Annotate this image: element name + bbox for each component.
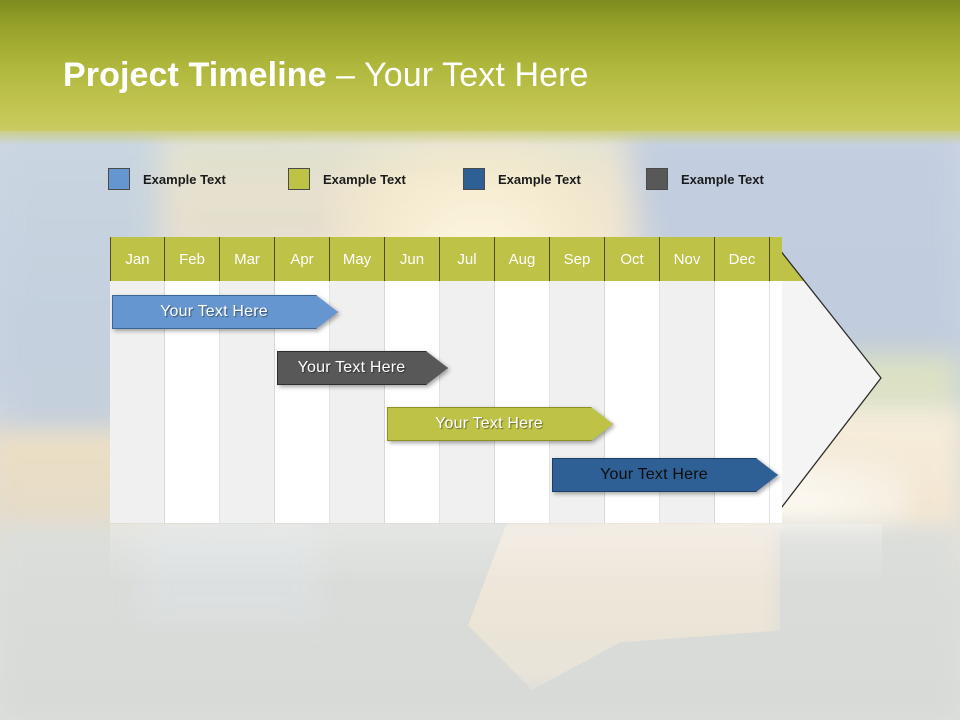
column-divider: [384, 281, 385, 523]
timeline-bar-2[interactable]: Your Text Here: [277, 351, 448, 385]
column-divider: [329, 281, 330, 523]
square-swatch-icon: [646, 168, 668, 190]
timeline-column-body: [330, 281, 385, 523]
legend-item-label: Example Text: [143, 171, 226, 187]
column-divider: [549, 281, 550, 523]
page-title-bold: Project Timeline: [63, 56, 327, 94]
month-header-feb: Feb: [165, 237, 220, 281]
month-header-aug: Aug: [495, 237, 550, 281]
timeline-column-jul: Jul: [440, 237, 495, 523]
timeline-column-tail: [770, 237, 782, 523]
bar-arrow-shape: [277, 351, 448, 385]
timeline-bar-label: Your Text Here: [600, 466, 708, 483]
square-swatch-icon: [463, 168, 485, 190]
timeline-column-aug: Aug: [495, 237, 550, 523]
legend-item-label: Example Text: [681, 171, 764, 187]
timeline-column-body: [385, 281, 440, 523]
column-divider: [769, 281, 770, 523]
legend-item-label: Example Text: [498, 171, 581, 187]
timeline-bar-label: Your Text Here: [435, 415, 543, 432]
month-header-sep: Sep: [550, 237, 605, 281]
month-header-oct: Oct: [605, 237, 660, 281]
timeline-column-may: May: [330, 237, 385, 523]
bar-arrow-shape: [552, 458, 778, 492]
timeline-column-mar: Mar: [220, 237, 275, 523]
month-header-may: May: [330, 237, 385, 281]
column-divider: [659, 281, 660, 523]
legend-item-2[interactable]: Example Text: [288, 168, 406, 190]
timeline-column-jan: Jan: [110, 237, 165, 523]
bar-arrow-shape: [112, 295, 338, 329]
page-title-light: – Your Text Here: [326, 56, 589, 94]
column-divider: [714, 281, 715, 523]
column-divider: [164, 281, 165, 523]
background-low-desk: [140, 525, 320, 625]
page-title: Project Timeline – Your Text Here: [63, 56, 589, 95]
column-divider: [604, 281, 605, 523]
column-divider: [219, 281, 220, 523]
month-header-tail: [770, 237, 782, 281]
month-header-apr: Apr: [275, 237, 330, 281]
timeline-bar-label: Your Text Here: [297, 359, 406, 376]
title-banner: Project Timeline – Your Text Here: [0, 0, 960, 145]
column-divider: [274, 281, 275, 523]
legend-item-label: Example Text: [323, 171, 406, 187]
legend: Example Text Example Text Example Text Exam…: [108, 168, 828, 194]
timeline-column-body: [440, 281, 495, 523]
timeline-bar-3[interactable]: Your Text Here: [387, 407, 613, 441]
timeline-bar-1[interactable]: Your Text Here: [112, 295, 338, 329]
square-swatch-icon: [108, 168, 130, 190]
month-header-nov: Nov: [660, 237, 715, 281]
month-header-jan: Jan: [110, 237, 165, 281]
timeline-column-tail-body: [770, 281, 782, 523]
month-header-dec: Dec: [715, 237, 770, 281]
timeline-bar-label: Your Text Here: [160, 303, 268, 320]
timeline-column-jun: Jun: [385, 237, 440, 523]
legend-item-3[interactable]: Example Text: [463, 168, 581, 190]
bar-arrow-shape: [387, 407, 613, 441]
timeline-column-body: [495, 281, 550, 523]
month-header-jun: Jun: [385, 237, 440, 281]
column-divider: [494, 281, 495, 523]
month-header-jul: Jul: [440, 237, 495, 281]
timeline-bar-4[interactable]: Your Text Here: [552, 458, 778, 492]
month-header-mar: Mar: [220, 237, 275, 281]
square-swatch-icon: [288, 168, 310, 190]
column-divider: [439, 281, 440, 523]
legend-item-4[interactable]: Example Text: [646, 168, 764, 190]
legend-item-1[interactable]: Example Text: [108, 168, 226, 190]
timeline-column-feb: Feb: [165, 237, 220, 523]
